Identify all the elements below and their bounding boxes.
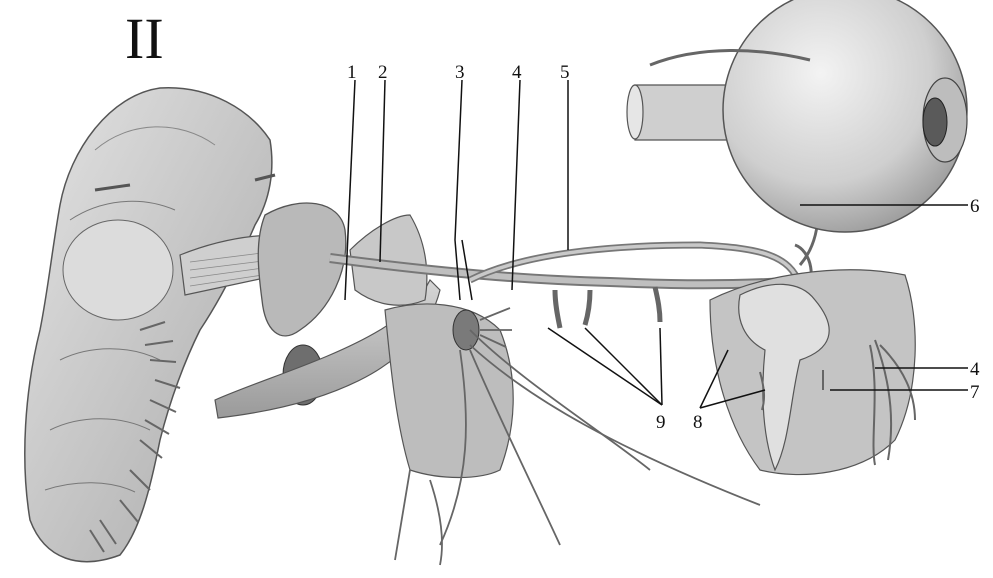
callout-8: 8 bbox=[693, 412, 703, 433]
callout-9: 9 bbox=[656, 412, 666, 433]
callout-7: 7 bbox=[970, 382, 980, 403]
brainstem bbox=[25, 88, 275, 562]
eyeball bbox=[627, 0, 967, 232]
callout-5: 5 bbox=[560, 62, 570, 83]
callout-4: 4 bbox=[512, 62, 522, 83]
figure-roman-numeral: II bbox=[125, 6, 164, 71]
callout-6: 6 bbox=[970, 196, 980, 217]
callout-1: 1 bbox=[347, 62, 357, 83]
callout-2: 2 bbox=[378, 62, 388, 83]
callout-4-right: 4 bbox=[970, 359, 980, 380]
callout-3: 3 bbox=[455, 62, 465, 83]
maxillary-region bbox=[385, 304, 760, 565]
orbit-region bbox=[710, 270, 915, 475]
